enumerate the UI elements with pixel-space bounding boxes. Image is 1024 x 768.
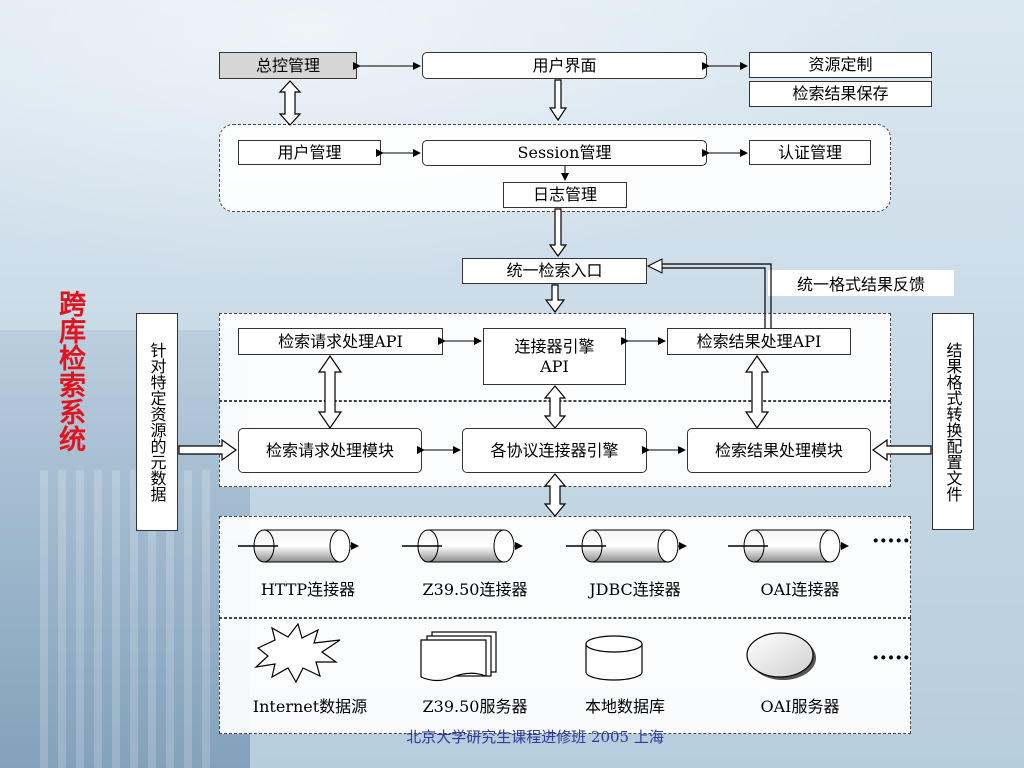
connector-label-http: HTTP连接器 <box>260 580 356 599</box>
database-icon <box>585 635 643 681</box>
session-mgmt-box[interactable]: Session管理 <box>422 140 707 166</box>
arrow-connapi-engine <box>543 385 567 429</box>
user-interface-box[interactable]: 用户界面 <box>422 52 707 79</box>
unified-feedback-label: 统一格式结果反馈 <box>768 270 954 296</box>
unified-entry-box[interactable]: 统一检索入口 <box>462 258 647 284</box>
arrow-engine-connectors <box>543 473 567 517</box>
search-save-box[interactable]: 检索结果保存 <box>749 81 932 107</box>
total-control-box[interactable]: 总控管理 <box>219 52 357 79</box>
explosion-icon <box>254 622 341 684</box>
arrow-config-to-result <box>871 438 932 462</box>
source-label-oai: OAI服务器 <box>760 697 840 716</box>
cylinder-icon <box>728 529 849 563</box>
user-mgmt-box[interactable]: 用户管理 <box>238 140 381 165</box>
connector-icons <box>238 529 849 563</box>
background-building <box>0 330 250 768</box>
connector-ellipsis: ····· <box>871 528 911 554</box>
footer-text: 北京大学研究生课程进修班 2005 上海 <box>406 728 664 746</box>
cylinder-icon <box>566 529 687 563</box>
source-label-internet: Internet数据源 <box>252 697 368 716</box>
request-module-box[interactable]: 检索请求处理模块 <box>238 428 422 473</box>
log-mgmt-box[interactable]: 日志管理 <box>503 182 627 208</box>
background-building-windows <box>40 470 220 768</box>
documents-icon <box>420 631 497 682</box>
arrow-log-down <box>548 208 568 258</box>
source-label-local-db: 本地数据库 <box>584 697 665 716</box>
arrow-entry-down <box>544 284 566 313</box>
oai-server-icon <box>746 632 816 680</box>
cylinder-icon <box>402 529 523 563</box>
metadata-vertical-box[interactable]: 针对特定资源的元数据 <box>136 313 178 531</box>
connector-label-oai: OAI连接器 <box>760 580 840 599</box>
result-api-box[interactable]: 检索结果处理API <box>667 328 851 355</box>
arrow-control-session <box>278 80 302 126</box>
format-config-vertical-box[interactable]: 结果格式转换配置文件 <box>932 313 974 530</box>
cylinder-icon <box>238 529 359 563</box>
side-title: 跨库检索系统 <box>54 290 85 452</box>
resource-custom-box[interactable]: 资源定制 <box>749 52 932 78</box>
connector-label-z3950: Z39.50连接器 <box>422 580 528 599</box>
result-module-box[interactable]: 检索结果处理模块 <box>687 428 871 473</box>
protocol-engine-box[interactable]: 各协议连接器引擎 <box>462 428 647 473</box>
request-api-box[interactable]: 检索请求处理API <box>238 328 443 355</box>
connector-api-box[interactable]: 连接器引擎 API <box>483 328 626 385</box>
auth-mgmt-box[interactable]: 认证管理 <box>749 140 871 165</box>
source-label-z3950: Z39.50服务器 <box>422 697 528 716</box>
arrow-resapi-resmod <box>744 354 770 430</box>
connector-api-line2: API <box>540 356 569 376</box>
arrow-ui-down <box>548 79 568 122</box>
connector-label-jdbc: JDBC连接器 <box>589 580 681 599</box>
arrow-reqapi-reqmod <box>317 354 343 430</box>
connector-api-line1: 连接器引擎 <box>514 336 595 356</box>
arrow-metadata-to-request <box>178 438 238 462</box>
source-ellipsis: ····· <box>871 645 911 671</box>
